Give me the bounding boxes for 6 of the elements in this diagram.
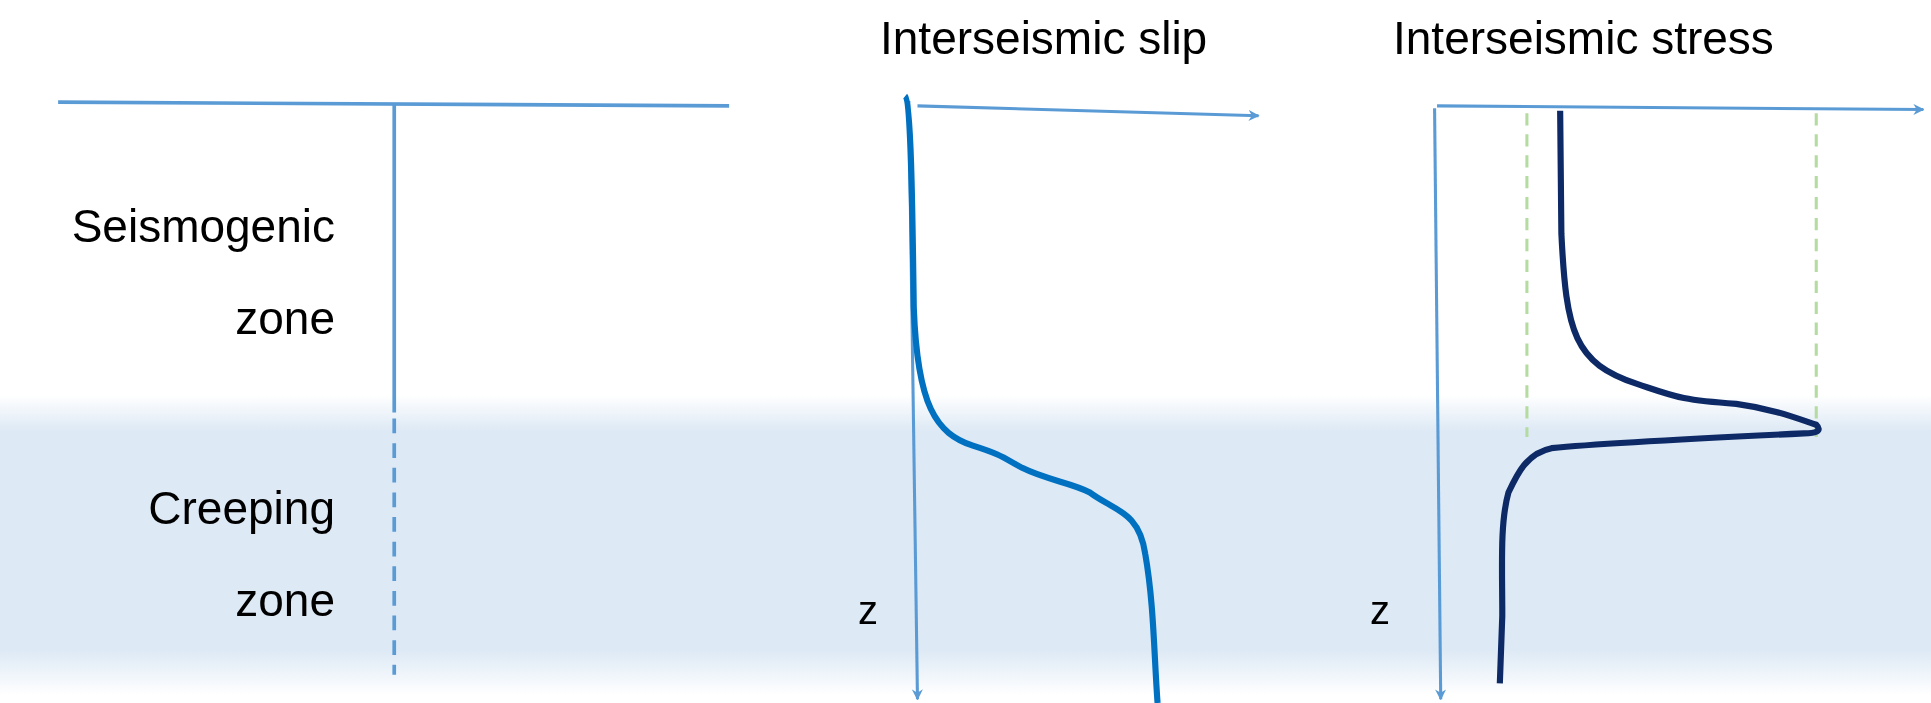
axis-label: z — [1370, 587, 1390, 634]
zone-label: Seismogenic zone — [70, 199, 335, 346]
axis-label: z — [858, 587, 878, 634]
zone-label: Creeping zone — [147, 481, 335, 628]
panel-title: Interseismic stress — [1393, 11, 1774, 66]
panel-title: Interseismic slip — [880, 11, 1208, 66]
